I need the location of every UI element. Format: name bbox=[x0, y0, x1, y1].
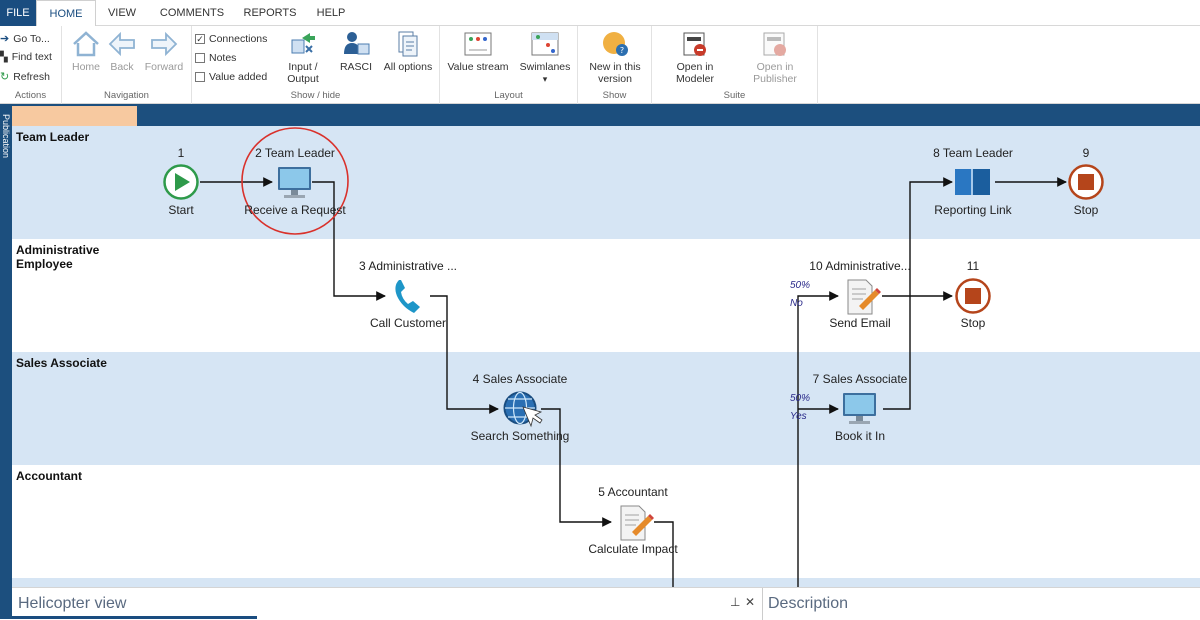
node-1-label[interactable]: Start bbox=[168, 203, 194, 217]
tab-home[interactable]: HOME bbox=[36, 0, 96, 27]
svg-text:?: ? bbox=[620, 46, 624, 55]
node-3-number: 3 Administrative ... bbox=[358, 259, 458, 273]
refresh-button[interactable]: ↻ Refresh bbox=[0, 70, 50, 84]
new-badge-icon: ? bbox=[603, 32, 628, 56]
swimlanes-icon bbox=[531, 32, 559, 56]
arrow-right-icon bbox=[151, 31, 178, 57]
group-label-show-hide: Show / hide bbox=[290, 90, 341, 101]
group-actions: ➔ Go To... ▚ Find text ↻ Refresh Actions bbox=[0, 26, 62, 104]
node-10-number: 10 Administrative... bbox=[809, 259, 911, 273]
person-icon bbox=[344, 32, 370, 55]
group-show: ? New in this version Show bbox=[578, 26, 652, 104]
refresh-icon: ↻ bbox=[0, 71, 10, 83]
group-suite: Open in Modeler Open in Publisher Suite bbox=[652, 26, 818, 104]
node-4-number: 4 Sales Associate bbox=[472, 372, 568, 386]
chevron-down-icon: ▾ bbox=[542, 74, 548, 84]
check-icon: ✓ bbox=[195, 33, 205, 44]
find-text-button[interactable]: ▚ Find text bbox=[0, 51, 52, 63]
branch-yes-label: Yes bbox=[790, 411, 807, 422]
checkbox-empty-icon bbox=[195, 53, 205, 63]
value-stream-icon bbox=[464, 32, 492, 56]
input-output-icon bbox=[291, 33, 315, 54]
new-in-version-button[interactable]: ? New in this version bbox=[582, 30, 648, 85]
notes-checkbox[interactable]: Notes bbox=[195, 52, 236, 64]
node-1-number: 1 bbox=[177, 146, 185, 160]
node-8-label[interactable]: Reporting Link bbox=[934, 203, 1012, 217]
tab-help[interactable]: HELP bbox=[316, 7, 346, 19]
close-icon[interactable]: ✕ bbox=[745, 595, 756, 609]
all-options-button[interactable]: All options bbox=[380, 30, 436, 73]
node-5-number: 5 Accountant bbox=[598, 485, 668, 499]
rasci-button[interactable]: RASCI bbox=[334, 30, 378, 73]
document-options-icon bbox=[398, 31, 418, 57]
lane-title: Accountant bbox=[16, 469, 82, 483]
helicopter-view-title: Helicopter view bbox=[18, 595, 127, 612]
node-7-number: 7 Sales Associate bbox=[812, 372, 908, 386]
ribbon: ➔ Go To... ▚ Find text ↻ Refresh Actions… bbox=[0, 26, 1200, 104]
ribbon-tabs: FILE HOME VIEW COMMENTS REPORTS HELP bbox=[0, 0, 1200, 27]
pin-icon[interactable]: ⊥ bbox=[730, 595, 741, 609]
binoculars-icon: ▚ bbox=[0, 51, 8, 63]
node-2-label[interactable]: Receive a Request bbox=[244, 203, 346, 217]
node-11-label[interactable]: Stop bbox=[960, 316, 986, 330]
description-title: Description bbox=[768, 595, 849, 612]
lane-administrative-employee: Administrative Employee bbox=[12, 239, 1200, 352]
group-label-navigation: Navigation bbox=[104, 90, 149, 101]
group-label-layout: Layout bbox=[494, 90, 523, 101]
tab-file[interactable]: FILE bbox=[0, 0, 36, 26]
helicopter-view-accent bbox=[12, 616, 257, 619]
goto-button[interactable]: ➔ Go To... bbox=[0, 32, 50, 46]
panel-divider[interactable] bbox=[762, 588, 774, 620]
lane-next-partial bbox=[12, 578, 1200, 587]
node-9-label[interactable]: Stop bbox=[1073, 203, 1099, 217]
arrow-right-icon: ➔ bbox=[0, 33, 10, 45]
node-11-number: 11 bbox=[966, 259, 980, 273]
input-output-button[interactable]: Input / Output bbox=[280, 30, 326, 85]
open-in-modeler-button[interactable]: Open in Modeler bbox=[662, 30, 728, 85]
value-stream-button[interactable]: Value stream bbox=[446, 30, 510, 73]
tab-reports[interactable]: REPORTS bbox=[243, 7, 297, 19]
diagram-tab[interactable] bbox=[12, 106, 137, 126]
lane-title: Sales Associate bbox=[16, 356, 107, 370]
node-4-label[interactable]: Search Something bbox=[470, 429, 570, 443]
group-label-show: Show bbox=[602, 90, 627, 101]
checkbox-empty-icon bbox=[195, 72, 205, 82]
group-label-actions: Actions bbox=[14, 90, 47, 101]
home-button[interactable]: Home bbox=[68, 30, 104, 73]
node-7-label[interactable]: Book it In bbox=[834, 429, 886, 443]
lane-title: Team Leader bbox=[16, 130, 90, 144]
swimlanes-button[interactable]: Swimlanes ▾ bbox=[516, 30, 574, 85]
lane-sales-associate: Sales Associate bbox=[12, 352, 1200, 465]
branch-no-percent: 50% bbox=[790, 280, 811, 291]
side-panel-publication[interactable]: Publication bbox=[0, 104, 12, 619]
node-2-number: 2 Team Leader bbox=[255, 146, 335, 160]
arrow-left-icon bbox=[108, 31, 135, 57]
node-3-label[interactable]: Call Customer bbox=[369, 316, 447, 330]
lane-accountant: Accountant bbox=[12, 465, 1200, 578]
branch-no-label: No bbox=[790, 298, 803, 309]
back-button[interactable]: Back bbox=[106, 30, 138, 73]
connections-checkbox[interactable]: ✓ Connections bbox=[195, 33, 268, 45]
node-10-label[interactable]: Send Email bbox=[829, 316, 891, 330]
publisher-icon bbox=[763, 32, 786, 56]
group-label-suite: Suite bbox=[723, 90, 746, 101]
modeler-icon bbox=[683, 32, 706, 56]
node-8-number: 8 Team Leader bbox=[933, 146, 1013, 160]
value-added-checkbox[interactable]: Value added bbox=[195, 71, 267, 83]
group-layout: Value stream Swimlanes ▾ Layout bbox=[440, 26, 578, 104]
lane-title: Administrative Employee bbox=[16, 243, 100, 271]
group-navigation: Home Back Forward Navigation bbox=[62, 26, 192, 104]
forward-button[interactable]: Forward bbox=[142, 30, 186, 73]
open-in-publisher-button[interactable]: Open in Publisher bbox=[742, 30, 808, 85]
tab-comments[interactable]: COMMENTS bbox=[159, 7, 225, 19]
home-icon bbox=[73, 31, 99, 57]
node-9-number: 9 bbox=[1082, 146, 1090, 160]
branch-yes-percent: 50% bbox=[790, 393, 811, 404]
diagram-header-bar bbox=[0, 104, 1200, 126]
bottom-panels: Helicopter view ⊥ ✕ Description bbox=[12, 587, 1200, 620]
lane-team-leader: Team Leader bbox=[12, 126, 1200, 239]
node-5-label[interactable]: Calculate Impact bbox=[588, 542, 678, 556]
group-show-hide: ✓ Connections Notes Value added Input / … bbox=[192, 26, 440, 104]
tab-view[interactable]: VIEW bbox=[107, 7, 137, 19]
